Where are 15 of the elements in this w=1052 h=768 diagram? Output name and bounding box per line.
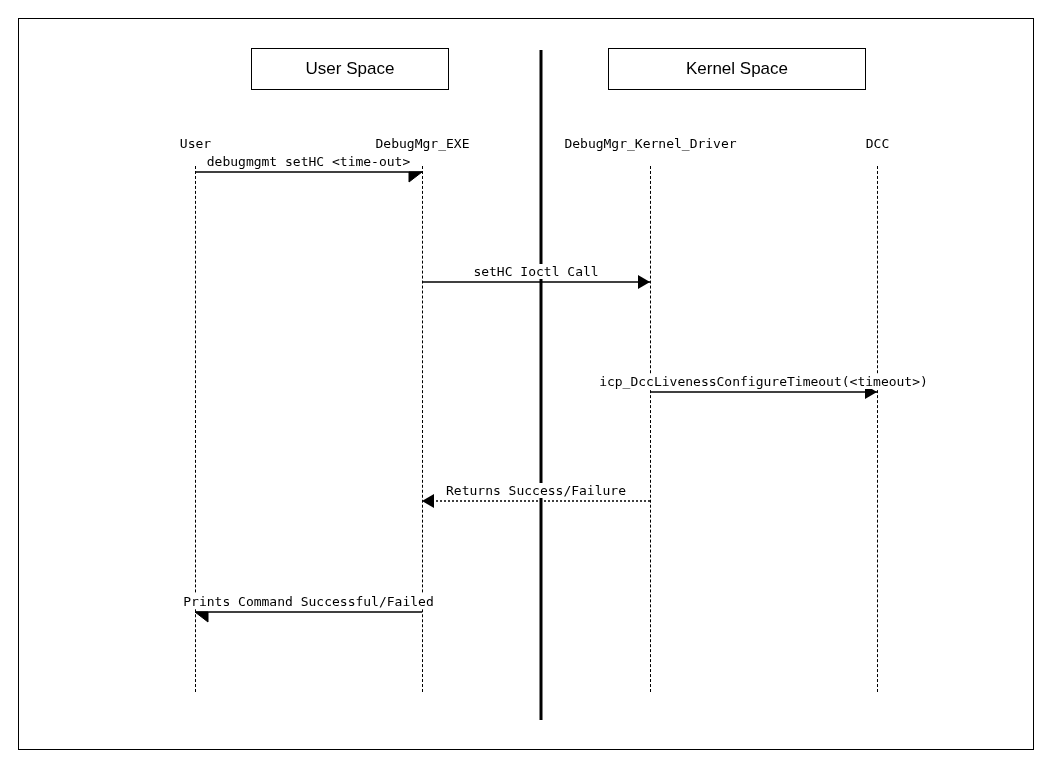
participant-name: DebugMgr_EXE — [375, 136, 470, 151]
message-label: Prints Command Successful/Failed — [182, 594, 435, 609]
message-label: icp_DccLivenessConfigureTimeout(<timeout>) — [598, 374, 929, 389]
message-arrow — [194, 611, 423, 623]
label-box: Kernel Space — [608, 48, 866, 90]
participant-name: User — [179, 136, 212, 151]
message-arrow — [194, 171, 423, 183]
label-box: User Space — [251, 48, 449, 90]
message-label: debugmgmt setHC <time-out> — [205, 154, 412, 169]
message-label: setHC Ioctl Call — [472, 264, 600, 279]
participant-name: DCC — [865, 136, 890, 151]
participant-name: DebugMgr_Kernel_Driver — [564, 136, 737, 151]
message-label: Returns Success/Failure — [445, 483, 627, 498]
message-arrow — [421, 275, 651, 289]
message-arrow — [421, 494, 651, 508]
